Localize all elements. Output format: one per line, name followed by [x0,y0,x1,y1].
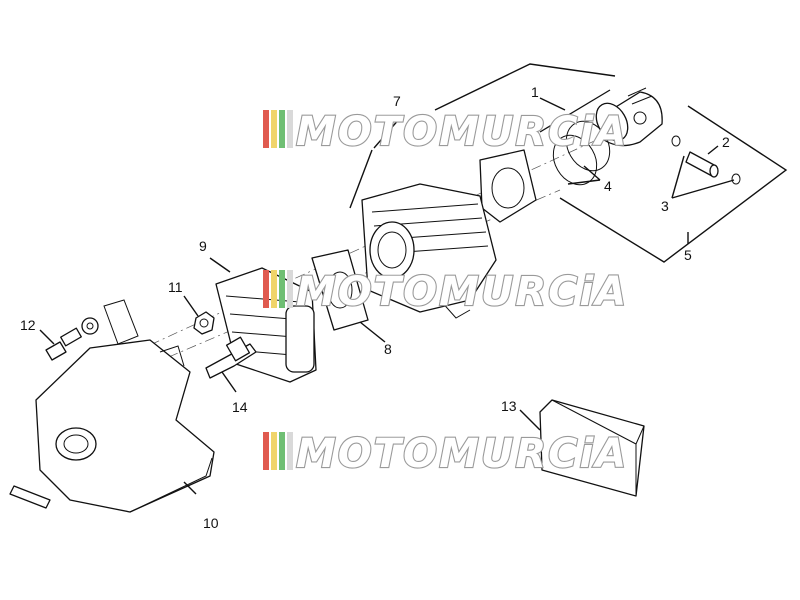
watermark-1: MOTOMURCiA [263,108,628,156]
watermark-text: MOTOMURCiA [296,431,628,477]
watermark-stripe [271,270,277,308]
callout-14: 14 [232,399,248,415]
callout-8: 8 [384,341,392,357]
watermark-text: MOTOMURCiA [296,109,628,155]
watermark-stripe [287,110,293,148]
part-piston-rings [552,120,611,186]
watermark-stripe [279,432,285,470]
watermark-text: MOTOMURCiA [296,269,628,315]
watermark-stripe [279,270,285,308]
callout-12: 12 [20,317,36,333]
part-spark-plug [205,336,257,379]
part-cylinder-base-gasket [479,149,537,223]
callout-10: 10 [203,515,219,531]
leader-lines [39,97,735,495]
part-piston [539,87,663,147]
watermark-2: MOTOMURCiA [263,268,628,316]
part-gasket-kit [539,399,645,497]
part-head-gasket [311,249,369,331]
callout-4: 4 [604,178,612,194]
group-brackets [349,63,788,263]
watermark-stripe [279,110,285,148]
watermark-stripe [287,432,293,470]
part-cylinder-shroud [9,299,215,513]
watermark-stripe [263,110,269,148]
watermark-stripe [263,270,269,308]
watermark-3: MOTOMURCiA [263,430,628,478]
callout-5: 5 [684,247,692,263]
callout-2: 2 [722,134,730,150]
part-cylinder [361,183,497,319]
callout-1: 1 [531,84,539,100]
watermark-stripe [271,432,277,470]
callout-3: 3 [661,198,669,214]
callout-labels: 1 2 3 4 5 7 8 9 10 11 12 13 14 [20,84,730,531]
part-screw-and-washer [45,317,99,361]
callout-11: 11 [168,279,183,295]
part-piston-pin [685,151,719,178]
watermark-stripe [287,270,293,308]
watermark-stripe [271,110,277,148]
callout-13: 13 [501,398,517,414]
part-nut [193,311,215,335]
callout-9: 9 [199,238,207,254]
part-circlips [671,135,741,185]
watermark-stripe [263,432,269,470]
callout-7: 7 [393,93,401,109]
